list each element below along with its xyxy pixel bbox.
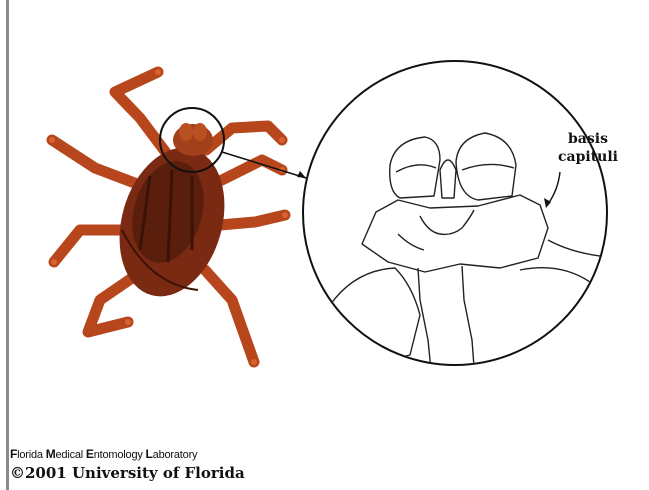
basis-capituli-label: basis capituli — [548, 130, 628, 166]
lab-word-florida: lorida — [17, 449, 46, 461]
lab-initial-l: L — [146, 447, 153, 461]
lab-word-laboratory: aboratory — [153, 449, 198, 461]
lab-credit: Florida Medical Entomology Laboratory — [10, 447, 197, 461]
lab-initial-e: E — [86, 447, 94, 461]
lab-initial-m: M — [46, 447, 56, 461]
lab-word-entomology: ntomology — [94, 449, 146, 461]
basis-label-line1: basis — [548, 130, 628, 148]
lab-word-medical: edical — [56, 449, 86, 461]
basis-label-line2: capituli — [548, 148, 628, 166]
copyright-credit: ©2001 University of Florida — [10, 464, 245, 482]
